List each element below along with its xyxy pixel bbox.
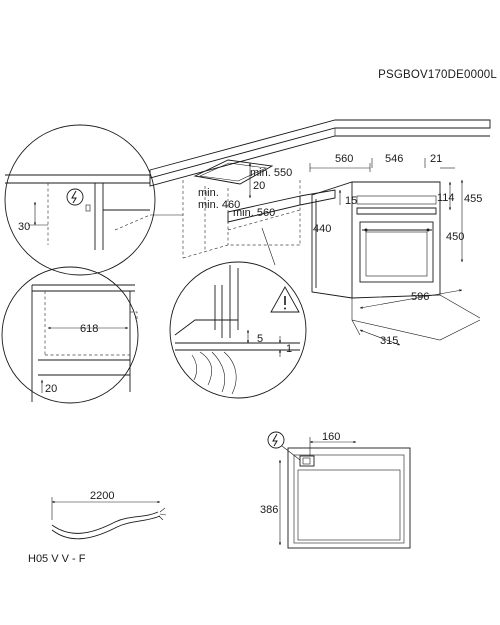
detail-circle-cabinet (1, 266, 139, 404)
dim-oven-width: 560 (335, 153, 353, 165)
dim-oven-height-total: 455 (464, 193, 482, 205)
dim-detail-gap-5: 5 (257, 333, 263, 345)
dim-niche-min-width: min. 560 (233, 207, 275, 219)
worktop (149, 119, 491, 259)
detail-circle-socket (4, 124, 156, 276)
dim-bottom-width: 596 (411, 291, 429, 303)
dim-rear-height: 386 (260, 504, 278, 516)
dim-bottom-depth: 315 (380, 335, 398, 347)
cable-type: H05 V V - F (28, 553, 86, 565)
dim-oven-depth-b: 21 (430, 153, 442, 165)
hob (193, 159, 274, 185)
model-code: PSGBOV170DE0000L (378, 69, 497, 81)
dim-oven-height-front: 450 (446, 231, 464, 243)
dim-cabinet-width: 618 (80, 323, 98, 335)
dim-top-offset: 15 (345, 195, 357, 207)
dim-socket-height: 30 (18, 221, 30, 233)
detail-circle-warning (169, 261, 307, 399)
dim-oven-height-body: 440 (313, 223, 331, 235)
dim-niche-min-height: min. 550 (250, 167, 292, 179)
power-cable (51, 497, 167, 540)
dim-detail-gap-1: 1 (286, 343, 292, 355)
dim-niche-min-depth: min. 460 (198, 199, 240, 211)
rear-view-drawing (267, 431, 411, 549)
dim-niche-min-depth-label: min. (198, 187, 219, 199)
cable-length: 2200 (90, 490, 114, 502)
oven-drawing (311, 181, 481, 341)
dim-rear-width: 160 (322, 431, 340, 443)
dim-niche-gap: 20 (253, 180, 265, 192)
warning-triangle-icon (270, 286, 300, 313)
dim-panel-offset: 114 (437, 192, 455, 204)
rear-socket-warning-icon (267, 431, 285, 449)
socket-warning-icon (66, 188, 84, 206)
dim-oven-depth-a: 546 (385, 153, 403, 165)
dim-cabinet-gap: 20 (45, 383, 57, 395)
